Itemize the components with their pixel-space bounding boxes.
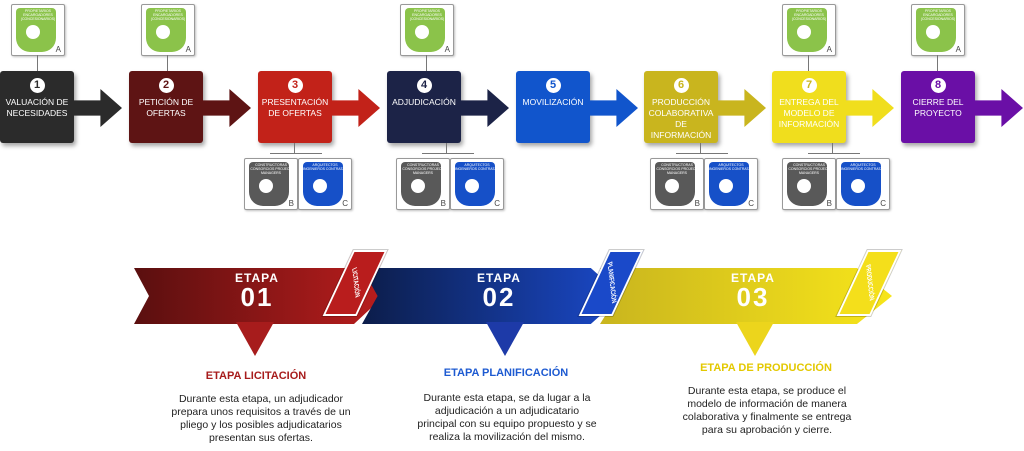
stage-1-description: Durante esta etapa, un adjudicador prepa… [171, 393, 351, 444]
owner-card-step4: PROPIETARIOS ENCARGADORES (CONCESIONARIO… [400, 4, 454, 56]
step-5-box: 5 MOVILIZACIÓN [516, 71, 590, 143]
step-4-box: 4 ADJUDICACIÓN [387, 71, 461, 143]
contractor-card-step4: CONSTRUCTORAS CONSORCIOS PROJECT MANAGER… [396, 158, 450, 210]
owner-card-step2: PROPIETARIOS ENCARGADORES (CONCESIONARIO… [141, 4, 195, 56]
architect-card-step7: ARQUITECTOS INGENIEROS CONTRATAS C [836, 158, 890, 210]
person-icon [156, 25, 170, 39]
person-icon [665, 179, 679, 193]
step-2-arrow-icon [203, 89, 251, 127]
person-icon [851, 179, 865, 193]
step-8-arrow-icon [975, 89, 1023, 127]
stage-2-down-triangle-icon [486, 322, 524, 356]
stage-3-down-triangle-icon [736, 322, 774, 356]
stage-3-description: Durante esta etapa, se produce el modelo… [682, 385, 852, 436]
step-7-arrow-icon [846, 89, 894, 127]
person-icon [411, 179, 425, 193]
architect-card-step3: ARQUITECTOS INGENIEROS CONTRATAS C [298, 158, 352, 210]
stage-2-description: Durante esta etapa, se da lugar a la adj… [417, 392, 597, 443]
stage-1-title: ETAPA LICITACIÓN [205, 370, 307, 382]
person-icon [26, 25, 40, 39]
stage-3-title: ETAPA DE PRODUCCIÓN [700, 362, 832, 374]
step-5-arrow-icon [590, 89, 638, 127]
architect-card-step4: ARQUITECTOS INGENIEROS CONTRATAS C [450, 158, 504, 210]
contractor-card-step3: CONSTRUCTORAS CONSORCIOS PROJECT MANAGER… [244, 158, 298, 210]
contractor-card-step7: CONSTRUCTORAS CONSORCIOS PROJECT MANAGER… [782, 158, 836, 210]
step-8-box: 8 CIERRE DEL PROYECTO [901, 71, 975, 143]
step-7-box: 7 ENTREGA DEL MODELO DE INFORMACIÓN [772, 71, 846, 143]
step-2-box: 2 PETICIÓN DE OFERTAS [129, 71, 203, 143]
person-icon [259, 179, 273, 193]
person-icon [926, 25, 940, 39]
step-3-arrow-icon [332, 89, 380, 127]
person-icon [797, 179, 811, 193]
step-3-box: 3 PRESENTACIÓN DE OFERTAS [258, 71, 332, 143]
stage-2-label: ETAPA 02 [477, 271, 521, 312]
step-1-arrow-icon [74, 89, 122, 127]
step-6-box: 6 PRODUCCIÓN COLABORATIVA DE INFORMACIÓN [644, 71, 718, 143]
person-icon [415, 25, 429, 39]
stage-3-label: ETAPA 03 [731, 271, 775, 312]
person-icon [719, 179, 733, 193]
contractor-card-step6: CONSTRUCTORAS CONSORCIOS PROJECT MANAGER… [650, 158, 704, 210]
stage-1-down-triangle-icon [236, 322, 274, 356]
owner-card-step8: PROPIETARIOS ENCARGADORES (CONCESIONARIO… [911, 4, 965, 56]
step-1-box: 1 VALUACIÓN DE NECESIDADES [0, 71, 74, 143]
owner-card-step1: PROPIETARIOS ENCARGADORES (CONCESIONARIO… [11, 4, 65, 56]
owner-card-step7: PROPIETARIOS ENCARGADORES (CONCESIONARIO… [782, 4, 836, 56]
person-icon [313, 179, 327, 193]
stage-1-label: ETAPA 01 [235, 271, 279, 312]
step-6-arrow-icon [718, 89, 766, 127]
architect-card-step6: ARQUITECTOS INGENIEROS CONTRATAS C [704, 158, 758, 210]
person-icon [465, 179, 479, 193]
stage-2-title: ETAPA PLANIFICACIÓN [443, 367, 569, 379]
person-icon [797, 25, 811, 39]
step-4-arrow-icon [461, 89, 509, 127]
